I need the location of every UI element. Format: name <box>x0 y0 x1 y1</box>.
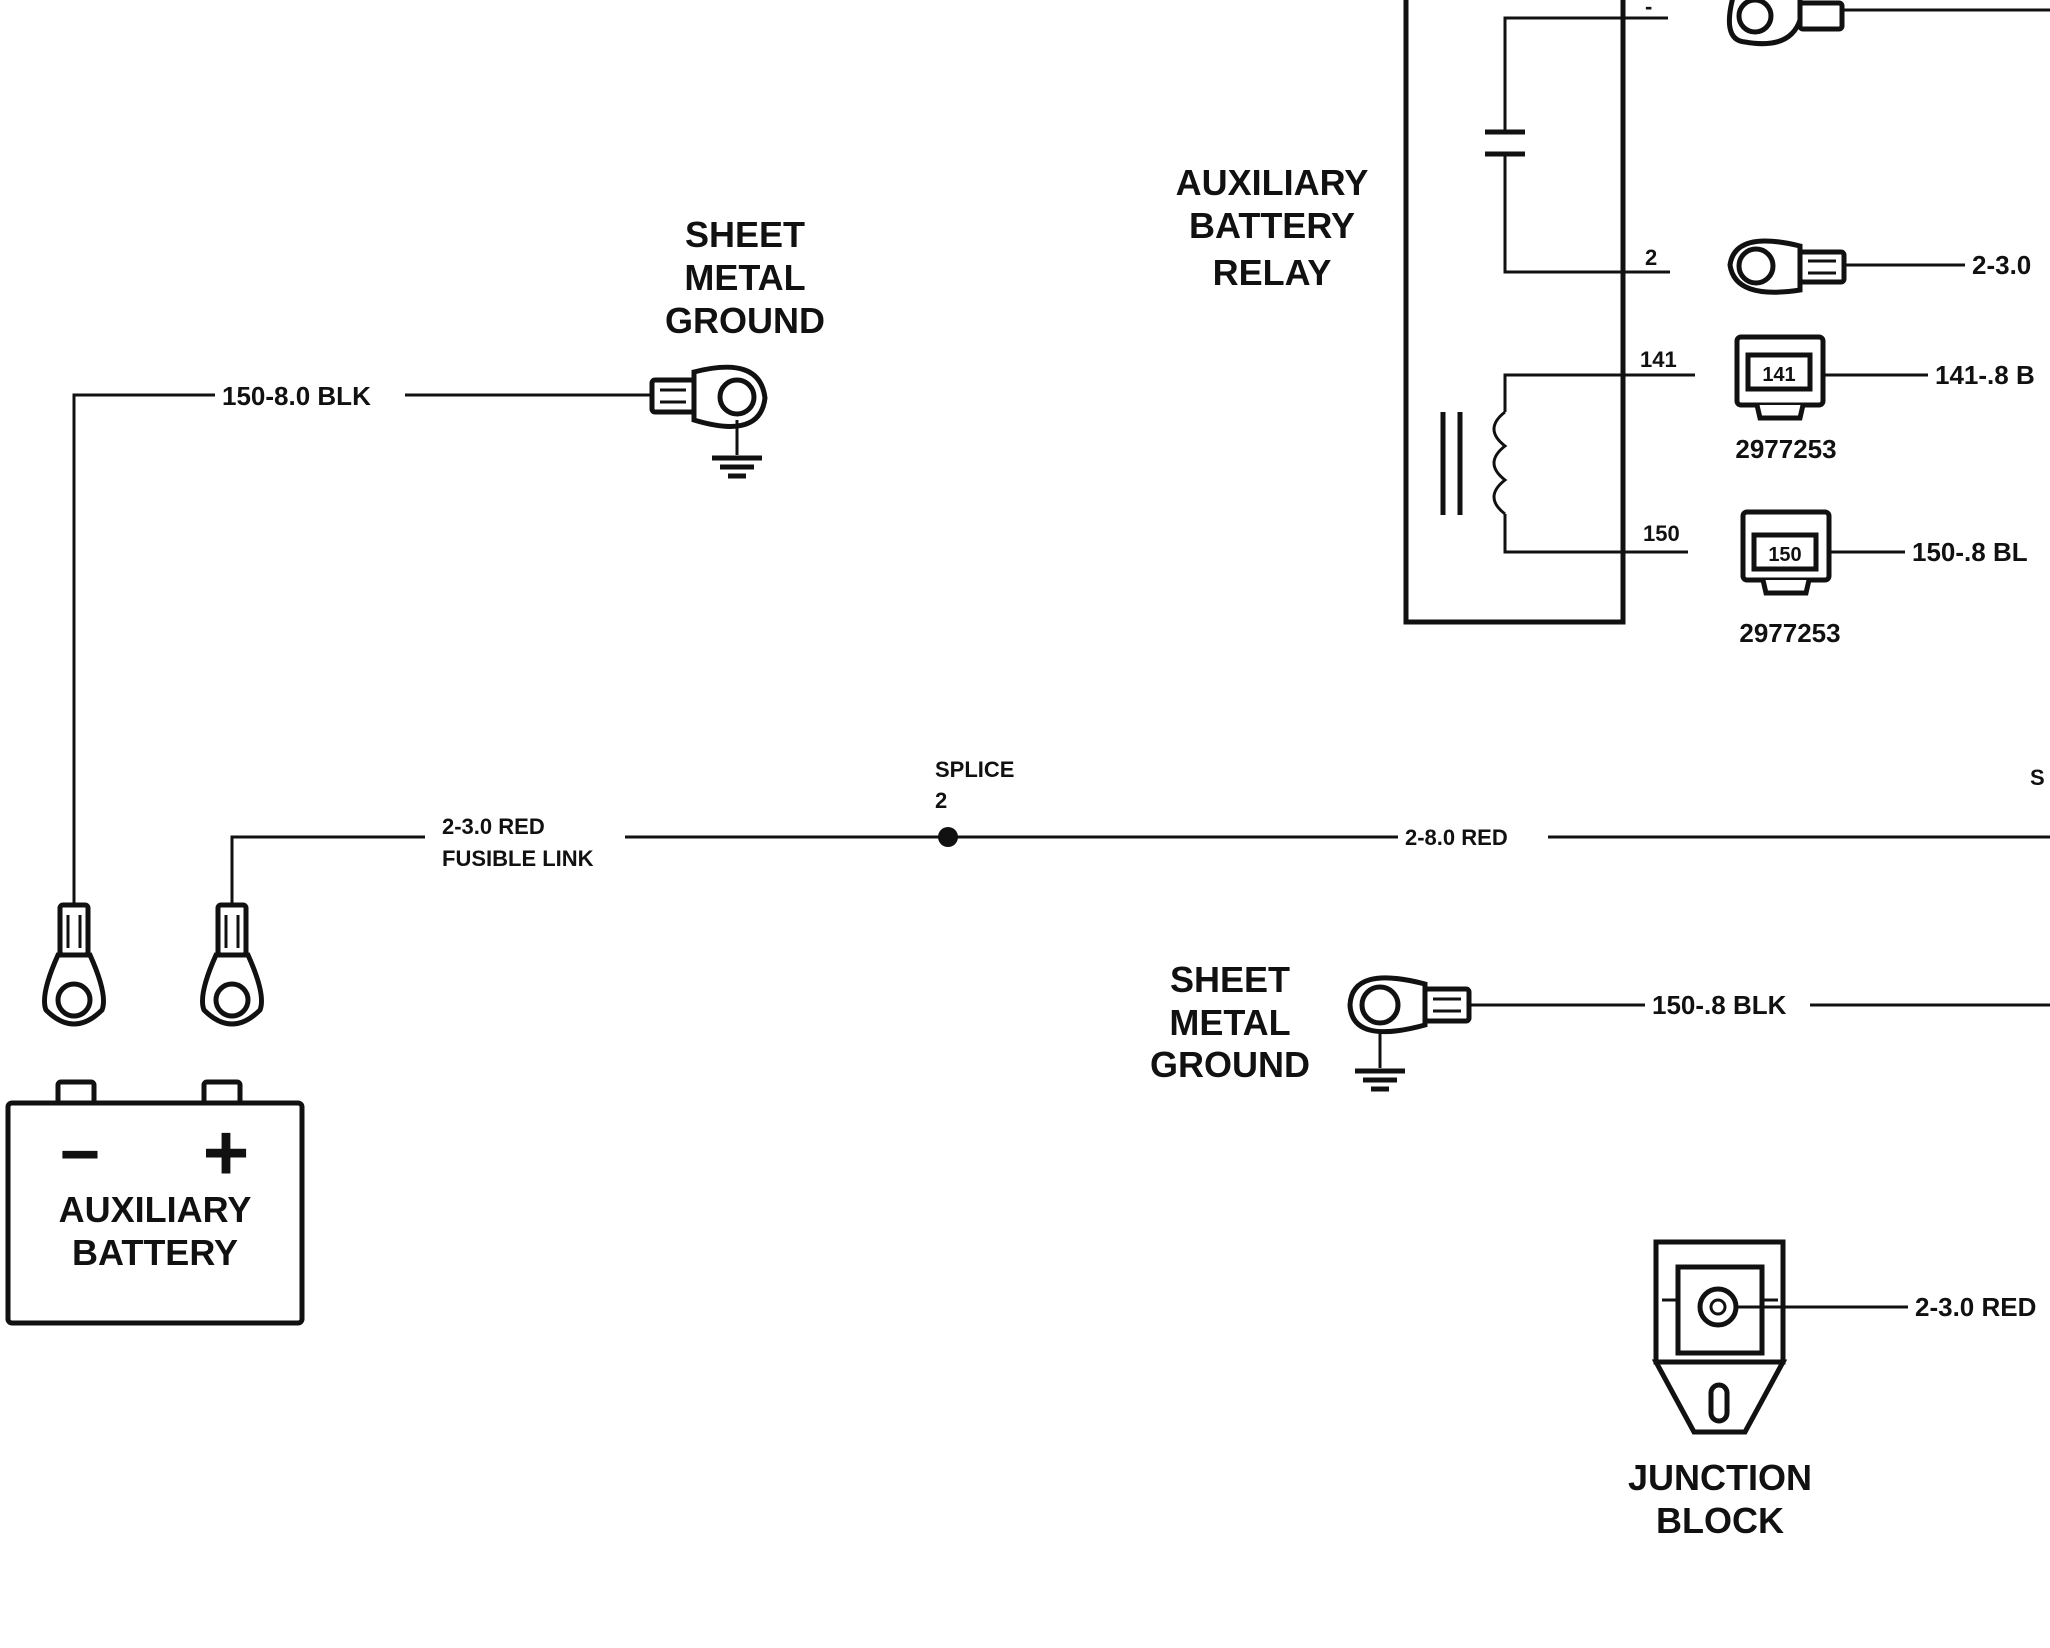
label-line: METAL <box>1169 1002 1290 1043</box>
junction-label-1: JUNCTION <box>1628 1457 1812 1498</box>
battery-neg-ring-terminal-icon <box>42 902 106 1027</box>
wire-label-fusible-1: 2-3.0 RED <box>442 814 545 839</box>
auxiliary-battery-relay: AUXILIARY BATTERY RELAY - 2 141 150 <box>1176 0 1695 625</box>
auxiliary-battery: − + AUXILIARY BATTERY <box>5 902 305 1326</box>
wire-label-junction-out: 2-3.0 RED <box>1915 1292 2036 1322</box>
battery-pos-ring-terminal-icon <box>200 902 264 1027</box>
wire-ground-main: 150-8.0 BLK <box>72 381 655 910</box>
label-line: SHEET <box>685 214 805 255</box>
battery-label-2: BATTERY <box>72 1232 238 1273</box>
connector-141-label: 141 <box>1762 364 1795 386</box>
relay-pin-150: 150 <box>1643 521 1680 546</box>
wire-fusible-link: 2-3.0 RED FUSIBLE LINK <box>230 814 948 910</box>
label-line: GROUND <box>665 300 825 341</box>
sheet-metal-ground-top: SHEET METAL GROUND <box>649 214 825 479</box>
ring-terminal-icon <box>1347 975 1472 1035</box>
wire-label-relay-out: 2-3.0 <box>1972 250 2031 280</box>
ring-terminal-icon <box>1727 238 1847 295</box>
splice-label: SPLICE <box>935 757 1014 782</box>
label-line: GROUND <box>1150 1044 1310 1085</box>
wire-label-150: 150-.8 BL <box>1912 537 2028 567</box>
label-line: METAL <box>684 257 805 298</box>
relay-pin-141: 141 <box>1640 347 1677 372</box>
ring-terminal-icon <box>649 364 768 429</box>
wire-label-ground-main: 150-8.0 BLK <box>222 381 371 411</box>
splice-2: SPLICE 2 <box>935 757 1014 847</box>
relay-pin2-ring-terminal: 2-3.0 <box>1727 238 2031 295</box>
junction-label-2: BLOCK <box>1656 1500 1784 1541</box>
ground-symbol-icon <box>1355 1030 1405 1092</box>
battery-neg-symbol: − <box>60 1115 101 1193</box>
wire-label-141: 141-.8 B <box>1935 360 2035 390</box>
battery-pos-symbol: + <box>203 1108 250 1197</box>
junction-block: 2-3.0 RED JUNCTION BLOCK <box>1628 1239 2036 1541</box>
relay-label-1: AUXILIARY <box>1176 162 1369 203</box>
sheet-metal-ground-mid: SHEET METAL GROUND 150-.8 BLK <box>1150 959 2050 1092</box>
wire-label-fusible-2: FUSIBLE LINK <box>442 846 594 871</box>
connector-141-part: 2977253 <box>1735 434 1836 464</box>
wire-label-ground-mid: 150-.8 BLK <box>1652 990 1787 1020</box>
splice-right-label: S <box>2030 765 2045 790</box>
relay-pin-top: - <box>1645 0 1652 19</box>
battery-label-1: AUXILIARY <box>59 1189 252 1230</box>
connector-150-label: 150 <box>1768 544 1801 566</box>
wire-main-feed: 2-8.0 RED S <box>948 765 2050 850</box>
relay-top-ring-terminal-icon <box>1726 0 2050 47</box>
ground-symbol-icon <box>712 420 762 479</box>
relay-pin-2: 2 <box>1645 245 1657 270</box>
connector-150: 150 150-.8 BL 2977253 <box>1739 509 2028 648</box>
label-line: SHEET <box>1170 959 1290 1000</box>
connector-141: 141 141-.8 B 2977253 <box>1734 334 2035 464</box>
relay-label-3: RELAY <box>1213 252 1332 293</box>
wire-label-main-feed: 2-8.0 RED <box>1405 825 1508 850</box>
relay-label-2: BATTERY <box>1189 205 1355 246</box>
connector-150-part: 2977253 <box>1739 618 1840 648</box>
splice-number: 2 <box>935 788 947 813</box>
